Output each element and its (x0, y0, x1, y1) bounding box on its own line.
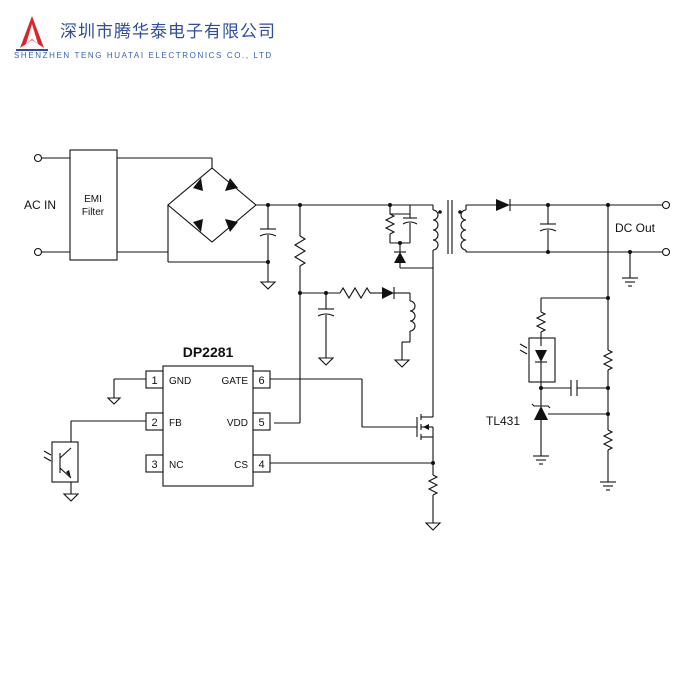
pin-1-name: GND (169, 376, 191, 387)
pin-1-number: 1 (151, 375, 157, 387)
ac-input: AC IN (24, 153, 70, 257)
pin-2-name: FB (169, 418, 182, 429)
transformer (432, 200, 467, 412)
startup-resistor (274, 205, 307, 424)
output-stage: DC Out (466, 199, 671, 287)
company-name-cn: 深圳市腾华泰电子有限公司 (60, 22, 276, 42)
bulk-capacitor (259, 205, 277, 290)
pin-2-number: 2 (151, 417, 157, 429)
gnd-pin-wiring (106, 378, 146, 405)
pin-3-number: 3 (151, 459, 157, 471)
vdd-aux-supply (300, 286, 416, 368)
ic-name: DP2281 (183, 344, 234, 360)
pin-4-name: CS (234, 460, 248, 471)
pin-5-name: VDD (227, 418, 248, 429)
company-logo (16, 16, 48, 51)
bridge-rectifier (167, 167, 300, 243)
optocoupler-transistor (43, 420, 146, 502)
pin-6-number: 6 (258, 375, 264, 387)
controller-ic: DP2281 1 GND 2 FB 3 NC 6 GATE 5 VDD 4 CS (145, 344, 271, 487)
pin-6-name: GATE (222, 376, 249, 387)
ac-in-label: AC IN (24, 198, 56, 212)
company-name-en: SHENZHEN TENG HUATAI ELECTRONICS CO., LT… (14, 51, 273, 60)
pin-4-number: 4 (258, 459, 264, 471)
pin-3-name: NC (169, 460, 183, 471)
feedback-network: TL431 (486, 205, 616, 491)
filter-label: Filter (82, 207, 105, 218)
emi-filter: EMI Filter (69, 149, 268, 263)
power-mosfet-stage (270, 378, 442, 531)
hv-bus (266, 203, 433, 264)
pin-5-number: 5 (258, 417, 264, 429)
emi-label: EMI (84, 194, 102, 205)
dc-out-label: DC Out (615, 221, 656, 235)
tl431-label: TL431 (486, 414, 520, 428)
rcd-snubber (384, 205, 433, 269)
